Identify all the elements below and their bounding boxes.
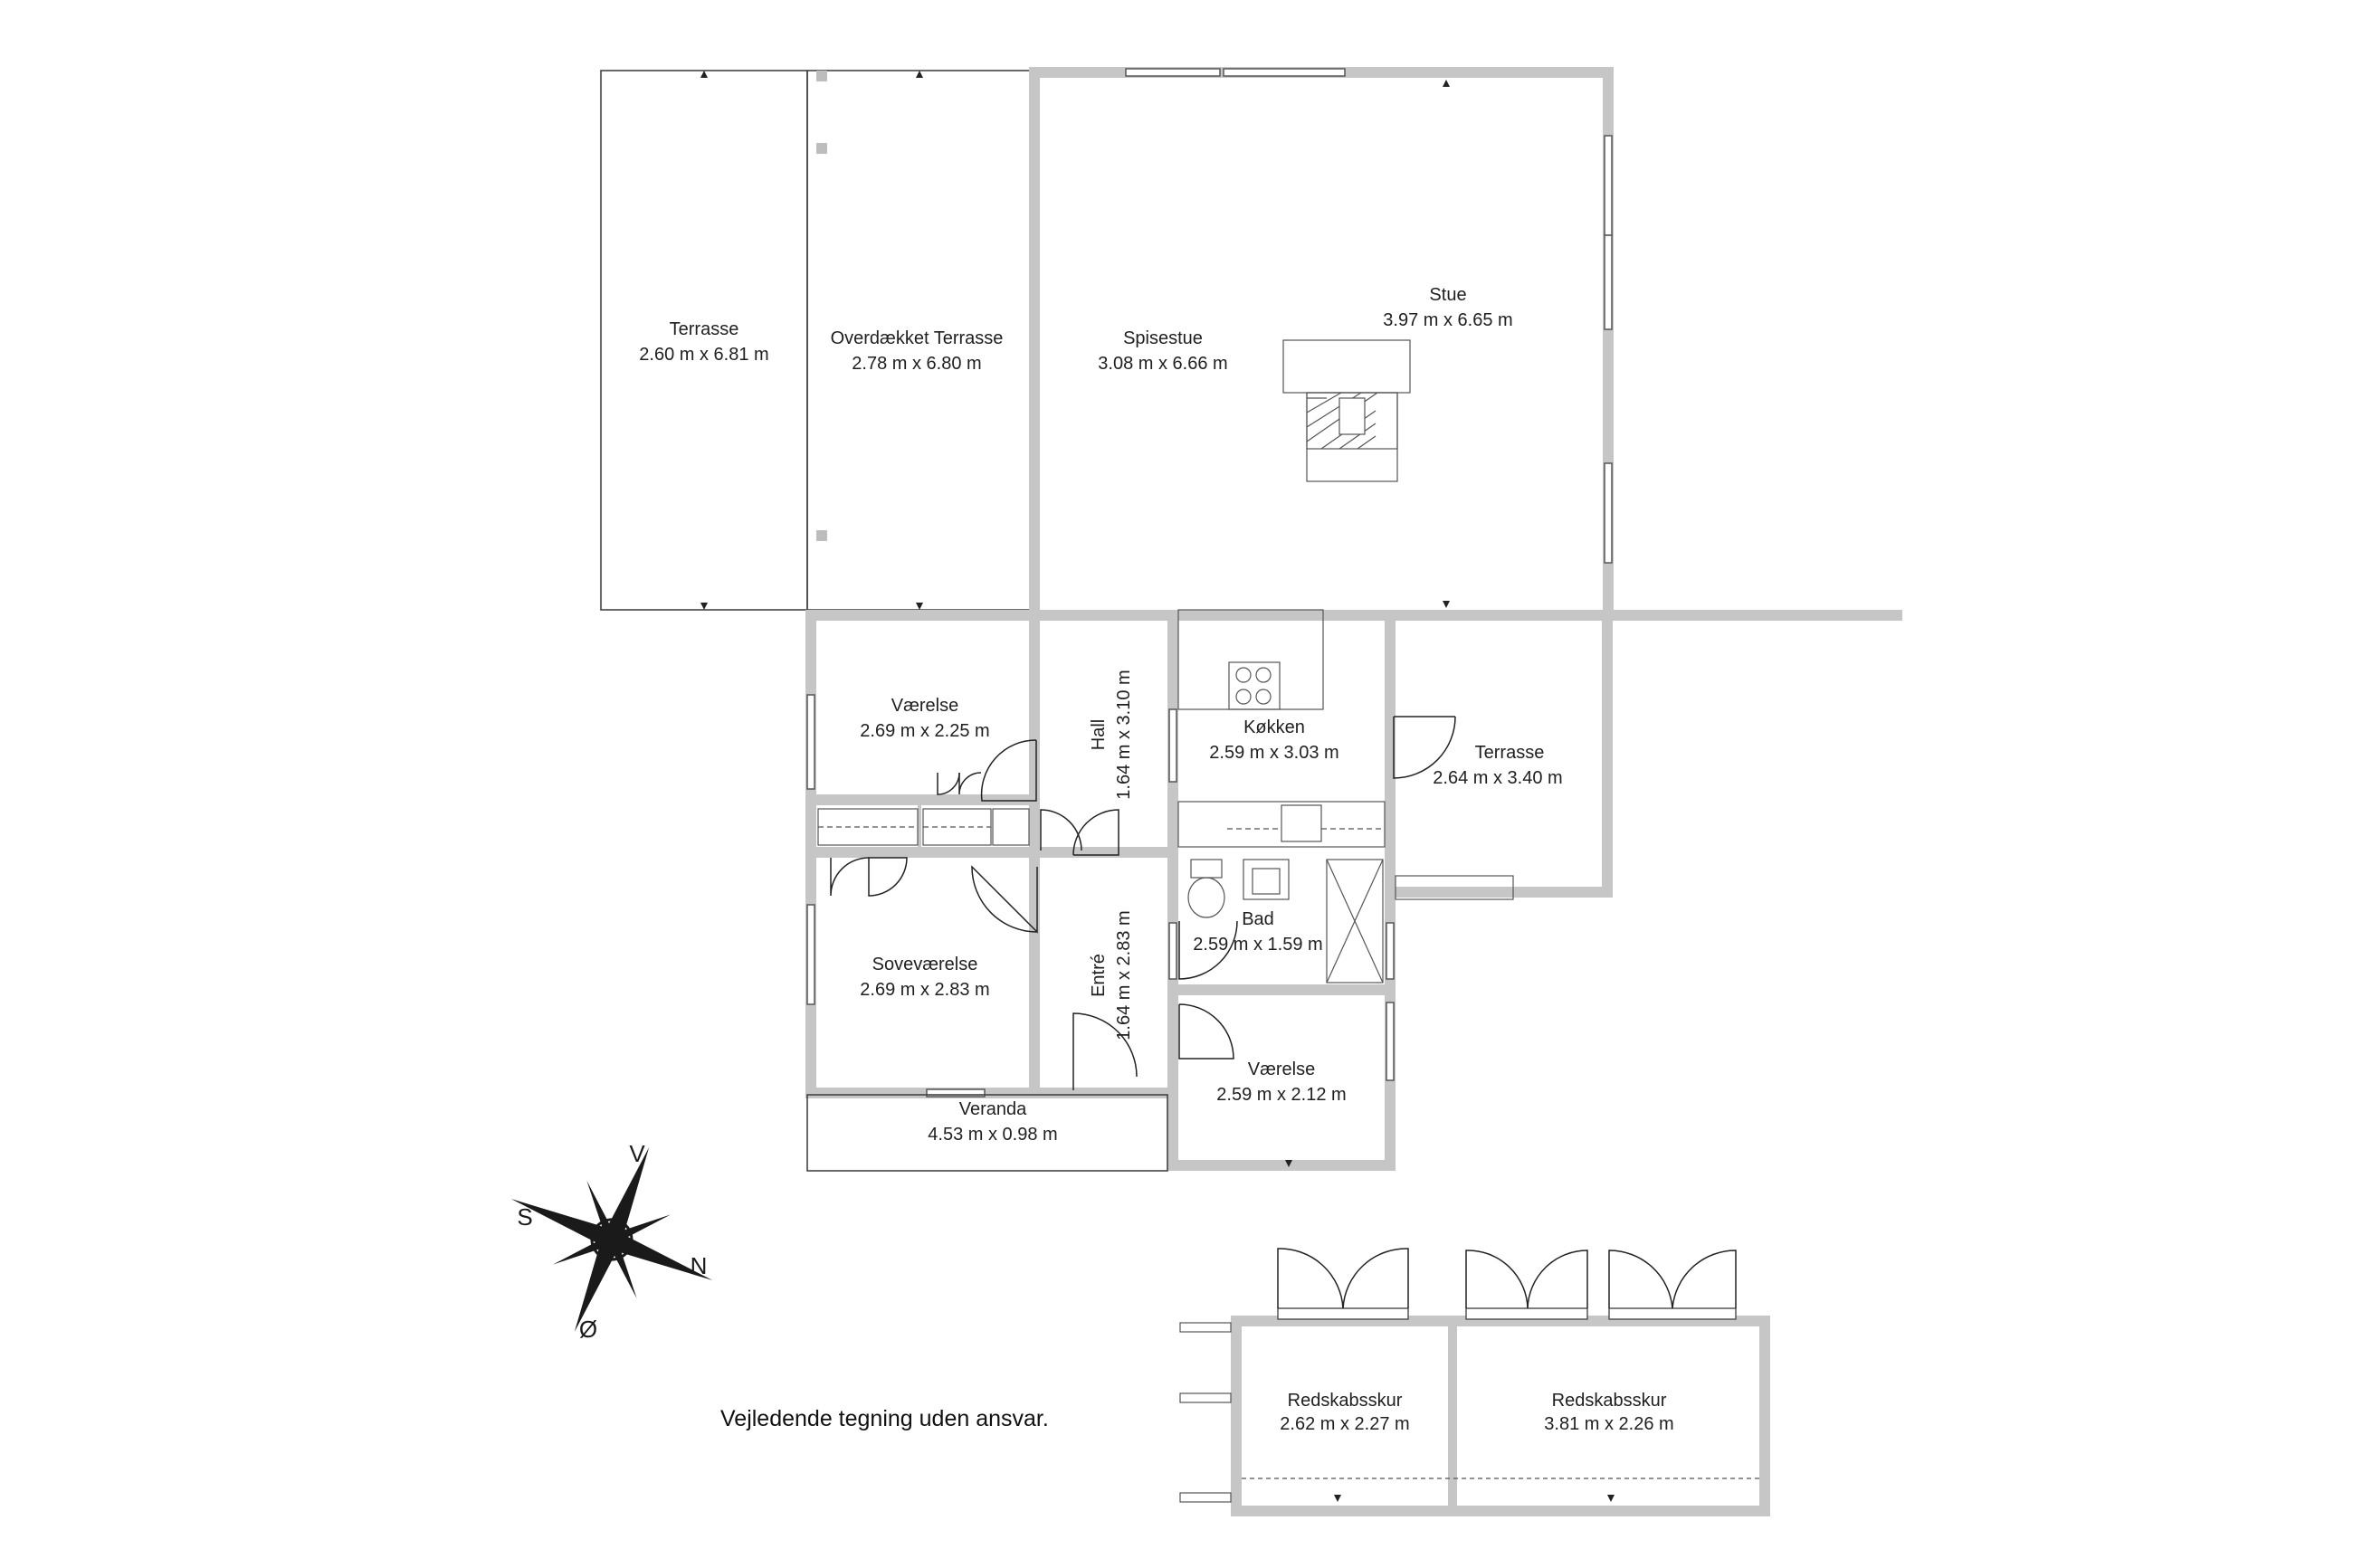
room-size: 3.81 m x 2.26 m xyxy=(1544,1414,1673,1434)
redskabsskur-block xyxy=(1179,1248,1770,1516)
room-size: 2.69 m x 2.25 m xyxy=(860,721,989,741)
fireplace xyxy=(1282,339,1411,482)
room-label-redskabsskur-1: Redskabsskur 2.62 m x 2.27 m xyxy=(1280,1391,1409,1434)
terrace-steps xyxy=(1395,875,1514,900)
room-name: Værelse xyxy=(1248,1060,1315,1079)
terrasse-west-area xyxy=(600,70,808,611)
room-label-vaerelse-se: Værelse 2.59 m x 2.12 m xyxy=(1216,1060,1346,1105)
compass-rose xyxy=(510,1147,713,1332)
room-name: Veranda xyxy=(959,1099,1027,1119)
room-size: 2.69 m x 2.83 m xyxy=(860,980,989,1000)
room-size: 3.08 m x 6.66 m xyxy=(1098,354,1227,374)
dimension-markers xyxy=(700,71,1615,1502)
room-size: 2.78 m x 6.80 m xyxy=(852,354,981,374)
bath-fixtures xyxy=(1187,859,1384,984)
room-label-redskabsskur-2: Redskabsskur 3.81 m x 2.26 m xyxy=(1544,1391,1673,1434)
room-label-overdaekket-terrasse: Overdækket Terrasse 2.78 m x 6.80 m xyxy=(831,328,1004,374)
compass-south-label: S xyxy=(517,1203,532,1231)
room-name: Overdækket Terrasse xyxy=(831,328,1004,348)
exterior-walls xyxy=(805,67,1902,1171)
room-label-terrasse-west: Terrasse 2.60 m x 6.81 m xyxy=(639,319,768,365)
room-size: 2.59 m x 1.59 m xyxy=(1193,935,1322,955)
kitchen-fixtures xyxy=(1177,609,1386,848)
room-name: Stue xyxy=(1429,285,1466,305)
room-size: 2.60 m x 6.81 m xyxy=(639,345,768,365)
room-label-sovevaerelse: Soveværelse 2.69 m x 2.83 m xyxy=(860,955,989,1000)
compass-east-label: Ø xyxy=(579,1316,597,1343)
room-name: Værelse xyxy=(891,696,958,716)
room-label-spisestue: Spisestue 3.08 m x 6.66 m xyxy=(1098,328,1227,374)
wardrobes xyxy=(817,808,1030,846)
windows xyxy=(806,68,1613,1098)
room-size: 2.64 m x 3.40 m xyxy=(1433,768,1562,788)
room-name: Entré xyxy=(1089,954,1109,997)
disclaimer-text: Vejledende tegning uden ansvar. xyxy=(720,1406,1049,1431)
room-label-terrasse-east: Terrasse 2.64 m x 3.40 m xyxy=(1433,743,1562,788)
room-name: Spisestue xyxy=(1123,328,1203,348)
interior-walls xyxy=(805,621,1396,1091)
veranda-area xyxy=(806,1094,1168,1172)
room-size: 1.64 m x 3.10 m xyxy=(1114,670,1134,799)
room-size: 3.97 m x 6.65 m xyxy=(1383,310,1512,330)
room-label-bad: Bad 2.59 m x 1.59 m xyxy=(1193,909,1322,955)
compass-west-label: V xyxy=(629,1140,645,1167)
room-label-entre: Entré 1.64 m x 2.83 m xyxy=(1089,910,1134,1040)
room-name: Hall xyxy=(1089,719,1109,750)
compass-north-label: N xyxy=(691,1252,708,1279)
doors xyxy=(830,716,1456,1090)
room-size: 1.64 m x 2.83 m xyxy=(1114,910,1134,1040)
room-name: Bad xyxy=(1242,909,1274,929)
room-name: Soveværelse xyxy=(872,955,978,974)
room-name: Terrasse xyxy=(1475,743,1545,763)
room-label-stue: Stue 3.97 m x 6.65 m xyxy=(1383,285,1512,330)
room-label-hall: Hall 1.64 m x 3.10 m xyxy=(1089,670,1134,799)
room-name: Redskabsskur xyxy=(1288,1391,1403,1411)
room-size: 2.59 m x 3.03 m xyxy=(1209,743,1338,763)
room-size: 2.59 m x 2.12 m xyxy=(1216,1085,1346,1105)
room-size: 4.53 m x 0.98 m xyxy=(928,1125,1057,1145)
room-size: 2.62 m x 2.27 m xyxy=(1280,1414,1409,1434)
room-label-vaerelse-nw: Værelse 2.69 m x 2.25 m xyxy=(860,696,989,741)
room-label-koekken: Køkken 2.59 m x 3.03 m xyxy=(1209,717,1338,763)
room-label-veranda: Veranda 4.53 m x 0.98 m xyxy=(928,1099,1057,1145)
room-name: Køkken xyxy=(1243,717,1305,737)
room-name: Terrasse xyxy=(670,319,739,339)
room-name: Redskabsskur xyxy=(1552,1391,1667,1411)
